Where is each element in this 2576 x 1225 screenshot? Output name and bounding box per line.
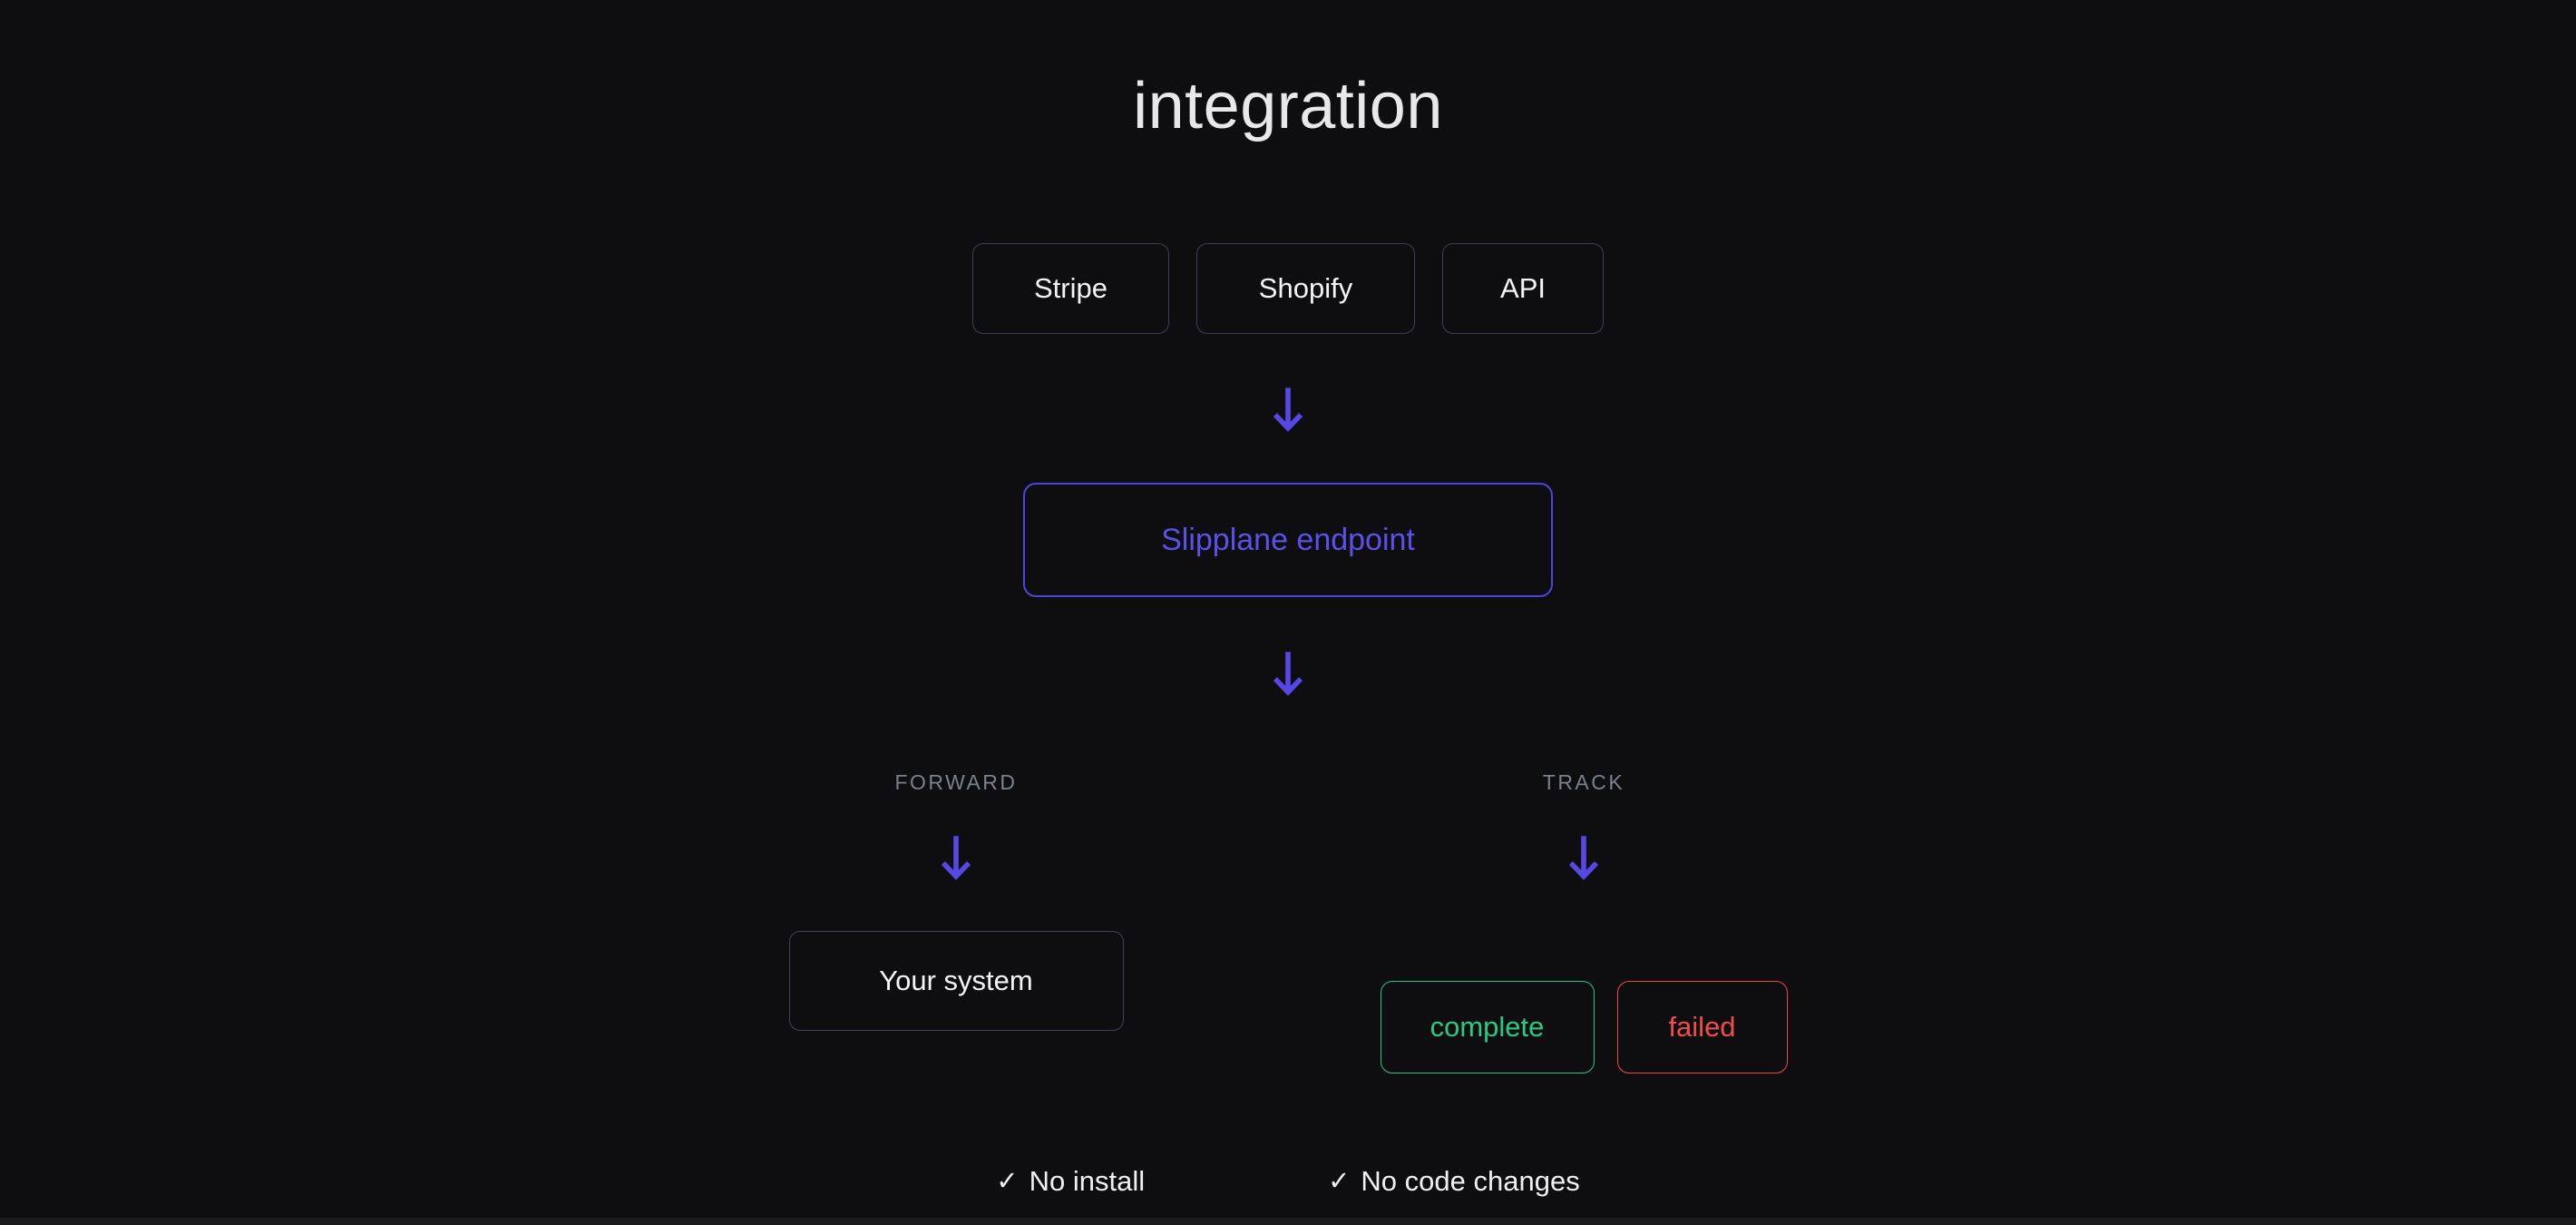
forward-branch: FORWARD Your system: [788, 769, 1124, 1031]
feature-checks-row: ✓ No install ✓ No code changes: [996, 1164, 1579, 1199]
check-item-label: No install: [1029, 1165, 1146, 1197]
checkmark-icon: ✓: [1328, 1167, 1351, 1196]
page-title: integration: [1133, 70, 1443, 142]
arrow-down-icon: [1273, 652, 1303, 696]
track-branch: TRACK complete failed: [1380, 769, 1788, 1073]
status-box-failed-label: failed: [1668, 1011, 1736, 1043]
check-item-no-install: ✓ No install: [996, 1164, 1145, 1199]
arrow-down-icon: [941, 836, 971, 880]
arrow-down-icon: [1273, 387, 1303, 432]
your-system-box: Your system: [788, 931, 1124, 1031]
source-box-shopify-label: Shopify: [1258, 272, 1353, 304]
checkmark-icon: ✓: [996, 1167, 1019, 1196]
your-system-box-label: Your system: [879, 965, 1033, 996]
check-item-no-code-changes: ✓ No code changes: [1328, 1164, 1580, 1199]
source-box-stripe-label: Stripe: [1034, 272, 1107, 304]
branches-row: FORWARD Your system TRACK complete faile…: [788, 769, 1788, 1073]
status-box-complete: complete: [1380, 981, 1595, 1073]
forward-branch-label: FORWARD: [894, 770, 1018, 794]
arrow-down-icon: [1568, 836, 1599, 880]
status-box-failed: failed: [1616, 981, 1788, 1073]
source-box-shopify: Shopify: [1196, 243, 1415, 334]
track-branch-label: TRACK: [1542, 770, 1625, 794]
status-box-complete-label: complete: [1429, 1011, 1545, 1043]
source-box-api: API: [1442, 243, 1604, 334]
endpoint-box-label: Slipplane endpoint: [1161, 522, 1415, 557]
source-boxes-row: Stripe Shopify API: [972, 243, 1604, 334]
endpoint-box: Slipplane endpoint: [1023, 483, 1553, 597]
source-box-api-label: API: [1500, 272, 1546, 304]
source-box-stripe: Stripe: [972, 243, 1169, 334]
status-boxes-row: complete failed: [1380, 931, 1788, 1073]
bottom-edge-strip: [0, 1218, 2576, 1225]
check-item-label: No code changes: [1361, 1165, 1580, 1197]
